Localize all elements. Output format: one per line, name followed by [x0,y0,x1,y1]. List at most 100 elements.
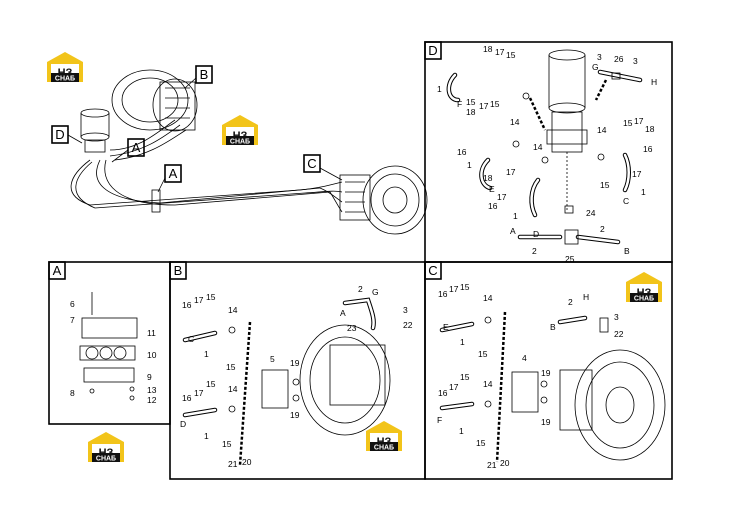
logo-panel-b: НЗ СНАБ [366,421,402,452]
svg-text:9: 9 [147,372,152,382]
svg-text:D: D [180,419,186,429]
svg-text:16: 16 [457,147,467,157]
svg-text:A: A [169,166,178,181]
svg-text:15: 15 [460,372,470,382]
svg-text:1: 1 [460,337,465,347]
svg-text:G: G [592,62,599,72]
svg-text:8: 8 [70,388,75,398]
svg-text:16: 16 [182,393,192,403]
svg-text:21: 21 [487,460,497,470]
svg-text:15: 15 [466,97,476,107]
svg-text:A: A [510,226,516,236]
logo-top-left: НЗ СНАБ [47,52,83,83]
svg-text:G: G [372,287,379,297]
logo-overview: НЗ СНАБ [222,115,258,146]
svg-text:17: 17 [495,47,505,57]
panel-b-labels: 16 17 15 14 C 1 15 16 17 15 14 D 1 15 5 … [180,284,413,469]
svg-text:15: 15 [476,438,486,448]
logo-panel-c: НЗ СНАБ [626,272,662,303]
svg-text:14: 14 [510,117,520,127]
svg-text:20: 20 [242,457,252,467]
svg-text:20: 20 [500,458,510,468]
overview-callout-c[interactable]: C [303,154,343,181]
svg-text:C: C [188,334,194,344]
svg-text:C: C [307,156,316,171]
svg-text:17: 17 [506,167,516,177]
svg-text:16: 16 [182,300,192,310]
svg-text:D: D [533,229,539,239]
svg-text:15: 15 [206,292,216,302]
svg-text:A: A [53,263,62,278]
overview-drawing: B D A A C [51,65,428,235]
overview-callout-b[interactable]: B [184,65,213,89]
svg-text:E: E [443,322,449,332]
svg-text:СНАБ: СНАБ [634,296,654,303]
svg-text:3: 3 [614,312,619,322]
svg-text:5: 5 [270,354,275,364]
svg-text:18: 18 [483,173,493,183]
svg-text:17: 17 [634,116,644,126]
svg-text:15: 15 [226,362,236,372]
svg-text:2: 2 [600,224,605,234]
svg-text:16: 16 [643,144,653,154]
logo-bottom-left: НЗ СНАБ [88,432,124,463]
svg-text:A: A [340,308,346,318]
svg-text:H: H [583,292,589,302]
svg-text:1: 1 [437,84,442,94]
svg-text:D: D [428,43,437,58]
svg-text:7: 7 [70,315,75,325]
overview-callout-d[interactable]: D [51,125,83,144]
svg-text:1: 1 [459,426,464,436]
svg-text:B: B [624,246,630,256]
svg-text:15: 15 [600,180,610,190]
svg-text:A: A [132,140,141,155]
svg-text:E: E [489,184,495,194]
svg-text:14: 14 [228,305,238,315]
svg-text:24: 24 [586,208,596,218]
svg-text:16: 16 [438,388,448,398]
svg-text:2: 2 [358,284,363,294]
svg-text:B: B [174,263,183,278]
svg-text:15: 15 [222,439,232,449]
svg-text:3: 3 [597,52,602,62]
svg-text:18: 18 [483,44,493,54]
svg-text:17: 17 [497,192,507,202]
svg-text:15: 15 [478,349,488,359]
overview-callout-a-upper[interactable]: A [111,138,145,163]
svg-text:СНАБ: СНАБ [230,139,250,146]
overview-left-motor [111,69,198,132]
svg-text:B: B [200,67,209,82]
svg-text:2: 2 [568,297,573,307]
svg-text:1: 1 [204,431,209,441]
svg-text:19: 19 [541,417,551,427]
svg-text:10: 10 [147,350,157,360]
svg-text:18: 18 [645,124,655,134]
svg-text:12: 12 [147,395,157,405]
svg-text:1: 1 [513,211,518,221]
svg-text:21: 21 [228,459,238,469]
svg-text:22: 22 [403,320,413,330]
svg-text:15: 15 [460,282,470,292]
svg-text:15: 15 [206,379,216,389]
svg-text:СНАБ: СНАБ [374,445,394,452]
svg-text:15: 15 [490,99,500,109]
overview-callout-a-lower[interactable]: A [157,164,182,193]
svg-text:C: C [428,263,437,278]
panel-b: B [169,261,426,480]
panel-c: C [424,261,673,480]
svg-text:1: 1 [204,349,209,359]
svg-text:11: 11 [147,328,156,338]
svg-text:14: 14 [483,293,493,303]
svg-text:D: D [55,127,64,142]
svg-text:18: 18 [466,107,476,117]
svg-text:19: 19 [541,368,551,378]
svg-text:14: 14 [597,125,607,135]
panel-a-labels: 6 7 11 10 9 8 13 12 [70,299,157,405]
svg-text:C: C [623,196,629,206]
svg-text:17: 17 [194,295,204,305]
svg-text:F: F [457,99,462,109]
svg-text:13: 13 [147,385,157,395]
svg-text:1: 1 [641,187,646,197]
svg-text:СНАБ: СНАБ [96,456,116,463]
